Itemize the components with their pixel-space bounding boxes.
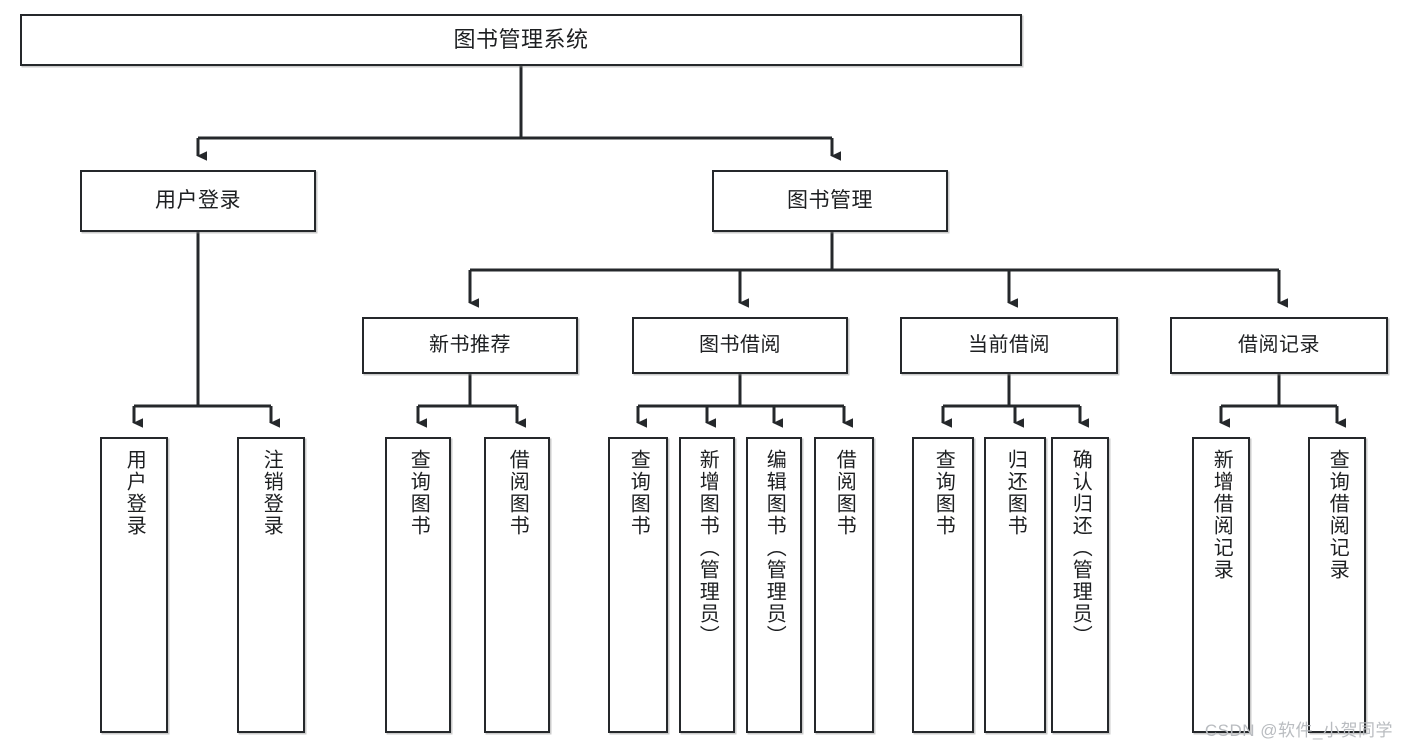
node-label: 新书推荐 <box>429 333 511 356</box>
node-label: 注销登录 <box>260 449 283 537</box>
node-label: 图书管理系统 <box>453 27 589 53</box>
node-label: 查询图书 <box>627 449 650 537</box>
node-label: 确认归还（管理员） <box>1069 449 1092 647</box>
leaf-confirm-return-admin[interactable]: 确认归还（管理员） <box>1051 437 1109 733</box>
leaf-query-book-cb[interactable]: 查询图书 <box>912 437 974 733</box>
leaf-query-book-bb[interactable]: 查询图书 <box>608 437 668 733</box>
node-label: 用户登录 <box>123 449 146 537</box>
node-label: 查询借阅记录 <box>1326 449 1349 581</box>
node-label: 新增图书（管理员） <box>696 449 719 647</box>
leaf-return-book[interactable]: 归还图书 <box>984 437 1046 733</box>
node-label: 借阅图书 <box>833 449 856 537</box>
node-label: 查询图书 <box>407 449 430 537</box>
node-book-management[interactable]: 图书管理 <box>712 170 948 232</box>
leaf-borrow-book-nbr[interactable]: 借阅图书 <box>484 437 550 733</box>
leaf-user-login[interactable]: 用户登录 <box>100 437 168 733</box>
node-new-book-recommend[interactable]: 新书推荐 <box>362 317 578 374</box>
node-label: 图书管理 <box>787 188 873 212</box>
node-label: 借阅图书 <box>506 449 529 537</box>
node-label: 编辑图书（管理员） <box>763 449 786 647</box>
watermark: CSDN @软件_小贺同学 <box>1204 721 1393 740</box>
node-user-login[interactable]: 用户登录 <box>80 170 316 232</box>
leaf-query-book-nbr[interactable]: 查询图书 <box>385 437 451 733</box>
node-label: 查询图书 <box>932 449 955 537</box>
node-book-borrow[interactable]: 图书借阅 <box>632 317 848 374</box>
leaf-add-borrow-record[interactable]: 新增借阅记录 <box>1192 437 1250 733</box>
node-borrow-record[interactable]: 借阅记录 <box>1170 317 1388 374</box>
node-root-system[interactable]: 图书管理系统 <box>20 14 1022 66</box>
node-label: 新增借阅记录 <box>1210 449 1233 581</box>
leaf-borrow-book-bb[interactable]: 借阅图书 <box>814 437 874 733</box>
node-label: 借阅记录 <box>1238 333 1320 356</box>
leaf-add-book-admin[interactable]: 新增图书（管理员） <box>679 437 735 733</box>
node-label: 图书借阅 <box>699 333 781 356</box>
node-current-borrow[interactable]: 当前借阅 <box>900 317 1118 374</box>
leaf-logout[interactable]: 注销登录 <box>237 437 305 733</box>
node-label: 当前借阅 <box>968 333 1050 356</box>
node-label: 归还图书 <box>1004 449 1027 537</box>
leaf-query-borrow-record[interactable]: 查询借阅记录 <box>1308 437 1366 733</box>
node-label: 用户登录 <box>155 188 241 212</box>
leaf-edit-book-admin[interactable]: 编辑图书（管理员） <box>746 437 802 733</box>
